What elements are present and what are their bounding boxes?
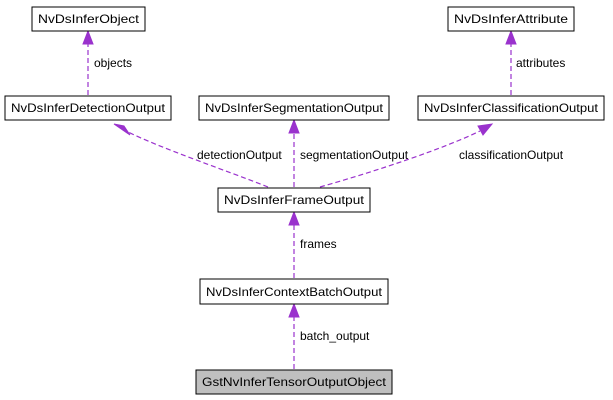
svg-text:NvDsInferClassificationOutput: NvDsInferClassificationOutput bbox=[424, 101, 599, 115]
edge-segmentation-output: segmentationOutput bbox=[288, 118, 409, 187]
edge-objects: objects bbox=[82, 29, 132, 95]
edge-label-segmentation-output: segmentationOutput bbox=[300, 148, 409, 162]
svg-text:NvDsInferContextBatchOutput: NvDsInferContextBatchOutput bbox=[206, 285, 383, 299]
edge-label-batch-output: batch_output bbox=[300, 329, 370, 343]
svg-text:NvDsInferObject: NvDsInferObject bbox=[38, 12, 140, 26]
edge-label-frames: frames bbox=[300, 237, 337, 251]
edge-frames: frames bbox=[288, 210, 337, 278]
node-context-batch-output[interactable]: NvDsInferContextBatchOutput bbox=[199, 278, 389, 305]
edge-label-attributes: attributes bbox=[516, 56, 565, 70]
svg-text:GstNvInferTensorOutputObject: GstNvInferTensorOutputObject bbox=[202, 375, 387, 389]
edge-batch-output: batch_output bbox=[288, 302, 370, 369]
node-segmentation-output[interactable]: NvDsInferSegmentationOutput bbox=[198, 95, 390, 121]
node-tensor-output-object[interactable]: GstNvInferTensorOutputObject bbox=[195, 369, 393, 395]
node-infer-object[interactable]: NvDsInferObject bbox=[31, 6, 146, 32]
svg-text:NvDsInferSegmentationOutput: NvDsInferSegmentationOutput bbox=[205, 101, 384, 115]
edge-classification-output: classificationOutput bbox=[319, 123, 564, 188]
svg-text:NvDsInferFrameOutput: NvDsInferFrameOutput bbox=[224, 193, 365, 207]
node-detection-output[interactable]: NvDsInferDetectionOutput bbox=[4, 95, 172, 121]
node-frame-output[interactable]: NvDsInferFrameOutput bbox=[217, 187, 371, 213]
edge-detection-output: detectionOutput bbox=[113, 123, 282, 188]
edge-label-objects: objects bbox=[94, 56, 132, 70]
edge-label-detection-output: detectionOutput bbox=[197, 148, 282, 162]
edge-attributes: attributes bbox=[505, 29, 565, 95]
svg-text:NvDsInferDetectionOutput: NvDsInferDetectionOutput bbox=[11, 101, 166, 115]
node-infer-attribute[interactable]: NvDsInferAttribute bbox=[447, 6, 575, 32]
edge-label-classification-output: classificationOutput bbox=[459, 148, 564, 162]
node-classification-output[interactable]: NvDsInferClassificationOutput bbox=[417, 95, 605, 121]
svg-text:NvDsInferAttribute: NvDsInferAttribute bbox=[454, 12, 568, 26]
